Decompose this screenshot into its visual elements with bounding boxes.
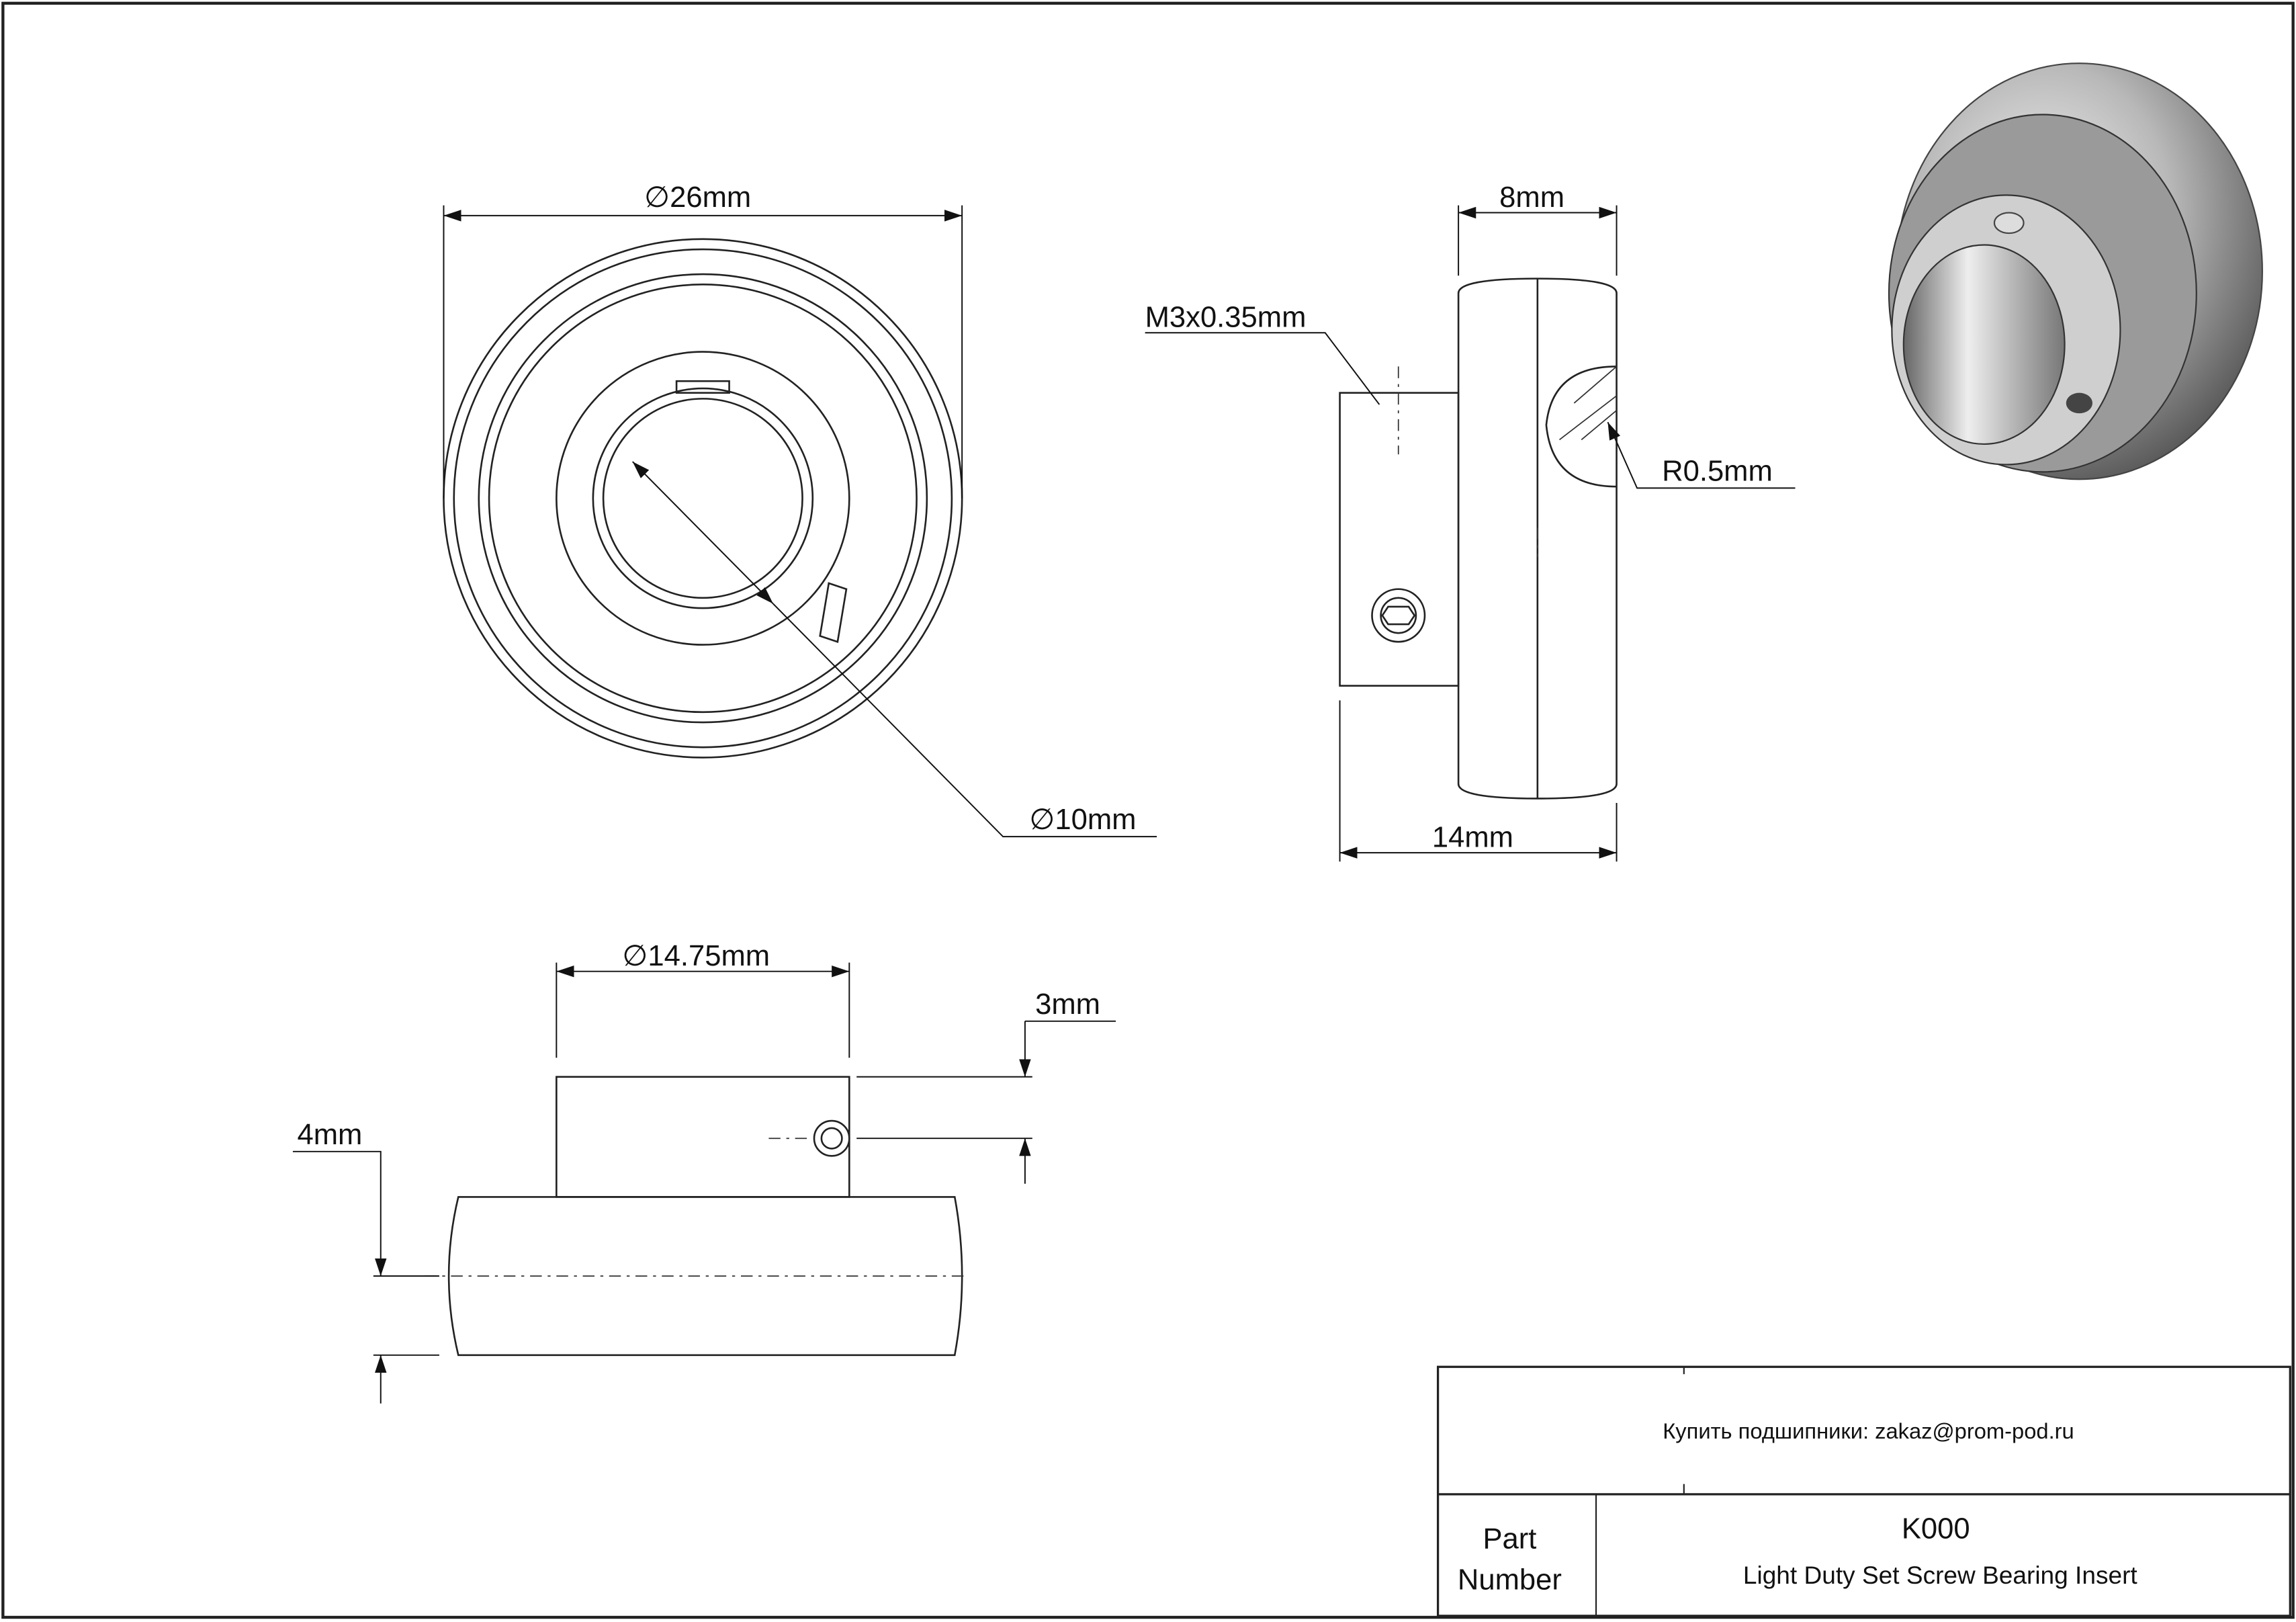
dim-thread: M3x0.35mm	[1145, 302, 1307, 334]
dim-collar-diameter: ∅14.75mm	[622, 940, 770, 972]
side-view: 8mm 14mm M3x0.35mm R0.5mm	[1145, 181, 1796, 862]
dim-outer-diameter: ∅26mm	[644, 181, 751, 214]
dim-offset-4: 4mm	[298, 1119, 363, 1151]
title-block: Купить подшипники: zakaz@prom-pod.ru Par…	[1436, 1365, 2291, 1617]
front-view: ∅26mm ∅10mm	[443, 181, 1157, 838]
dim-outer-width: 8mm	[1499, 181, 1564, 214]
part-label: Part	[1483, 1523, 1536, 1555]
contact-text: Купить подшипники: zakaz@prom-pod.ru	[1663, 1418, 2074, 1443]
number-label: Number	[1458, 1564, 1562, 1596]
dim-bore-diameter: ∅10mm	[1029, 804, 1136, 836]
dim-radius: R0.5mm	[1662, 455, 1773, 487]
bearing-3d-render	[1888, 62, 2263, 480]
part-number: K000	[1902, 1512, 1970, 1545]
dim-screw-offset: 3mm	[1035, 988, 1100, 1021]
top-view: ∅14.75mm 3mm 4mm	[292, 940, 1116, 1404]
part-description: Light Duty Set Screw Bearing Insert	[1743, 1561, 2138, 1589]
dim-inner-width: 14mm	[1432, 821, 1513, 853]
